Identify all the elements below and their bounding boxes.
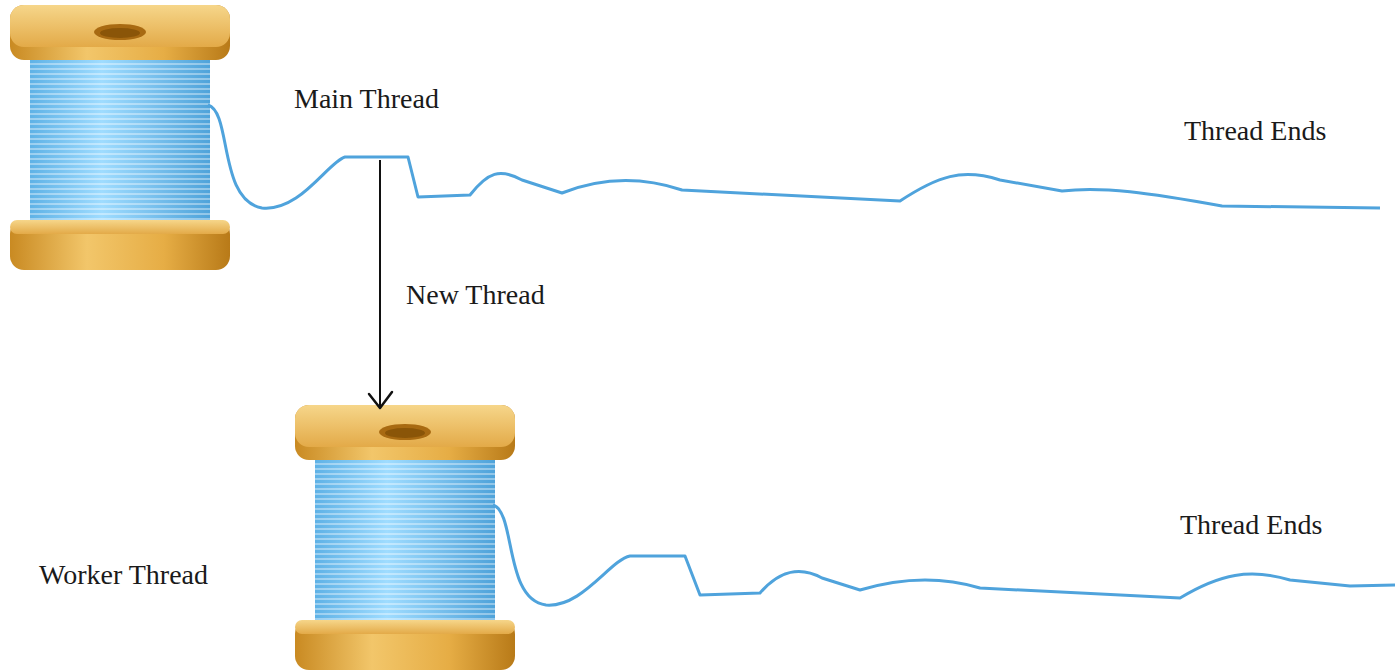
thread-label: Worker Thread <box>39 558 208 592</box>
edge-label: New Thread <box>404 278 547 312</box>
thread-node: Worker Thread <box>35 408 515 663</box>
spawn-arrow <box>369 160 392 408</box>
worker-spool <box>295 405 515 670</box>
thread-node: Main Thread <box>288 78 503 160</box>
main-spool <box>10 5 230 270</box>
thread-label: Main Thread <box>294 82 439 116</box>
main-thread-line <box>208 105 1380 208</box>
end-label: Thread Ends <box>1184 114 1326 148</box>
end-label: Thread Ends <box>1180 508 1322 542</box>
worker-thread-line <box>493 505 1395 605</box>
